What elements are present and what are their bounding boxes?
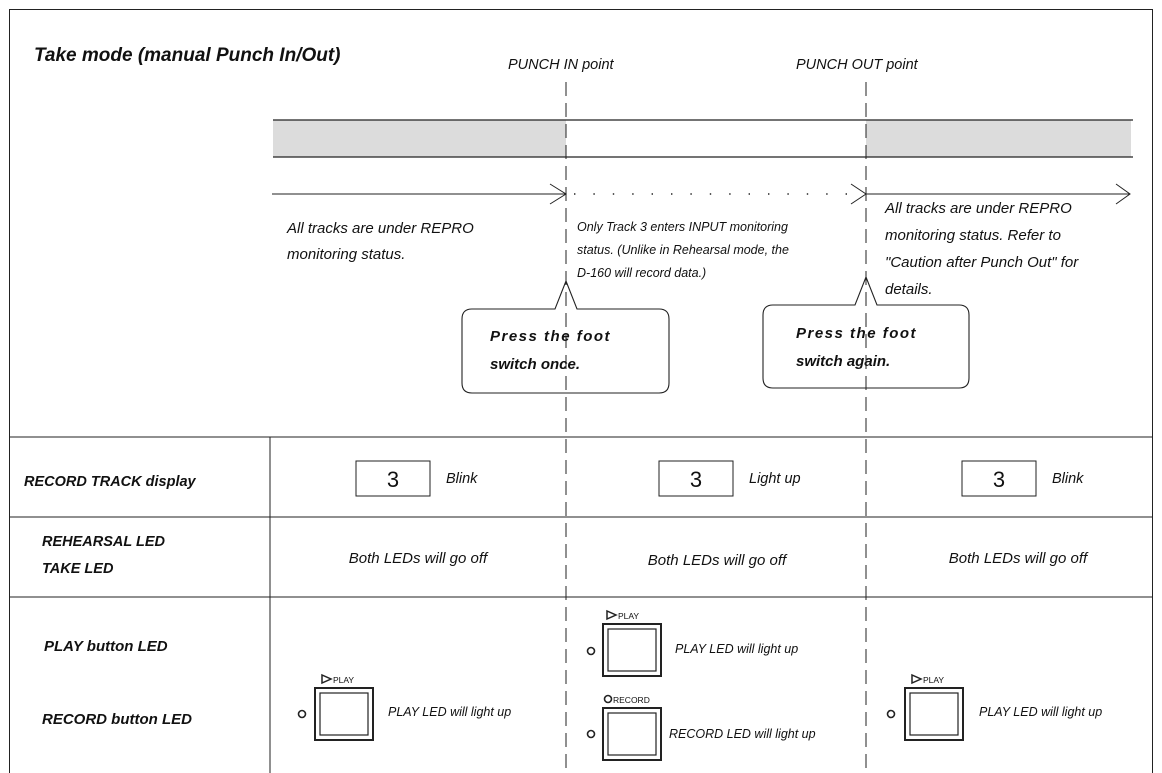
record-track-state-3: Blink xyxy=(1052,471,1084,487)
play-led-text-1: PLAY LED will light up xyxy=(388,705,511,719)
svg-text:PLAY: PLAY xyxy=(923,675,944,685)
leds-state-1: Both LEDs will go off xyxy=(349,550,489,567)
record-led-text: RECORD LED will light up xyxy=(669,727,816,741)
record-button-led-label: RECORD button LED xyxy=(42,711,192,728)
timeline-arrowhead-during xyxy=(850,183,867,205)
phase-after-text: All tracks are under REPRO monitoring st… xyxy=(884,200,1082,298)
svg-text:PLAY: PLAY xyxy=(333,675,354,685)
record-track-display-3 xyxy=(961,460,1037,497)
record-track-number-2: 3 xyxy=(690,467,702,492)
record-track-state-1: Blink xyxy=(446,471,478,487)
timeline-arrowhead-after xyxy=(1115,183,1131,205)
play-button-icon-1: PLAY xyxy=(297,673,374,741)
track-band-before xyxy=(273,120,566,157)
record-track-state-2: Light up xyxy=(749,471,801,487)
play-led-text-3: PLAY LED will light up xyxy=(979,705,1102,719)
record-track-row-label: RECORD TRACK display xyxy=(24,474,197,490)
punch-out-label: PUNCH OUT point xyxy=(796,57,919,73)
diagram-frame xyxy=(9,9,1153,773)
phase-before-text: All tracks are under REPRO monitoring st… xyxy=(286,220,478,263)
callout-press-once-text: Press the foot switch once. xyxy=(490,328,615,373)
record-track-number-1: 3 xyxy=(387,467,399,492)
leds-row-label: REHEARSAL LED TAKE LED xyxy=(42,534,169,577)
record-track-display-2 xyxy=(658,460,734,497)
play-button-icon-2: PLAY xyxy=(586,609,662,677)
callout-press-again-text: Press the foot switch again. xyxy=(796,325,921,370)
play-button-icon-3: PLAY xyxy=(886,673,964,741)
svg-text:PLAY: PLAY xyxy=(618,611,639,621)
leds-state-3: Both LEDs will go off xyxy=(949,550,1089,567)
play-led-text-2: PLAY LED will light up xyxy=(675,642,798,656)
punch-in-label: PUNCH IN point xyxy=(508,57,615,73)
svg-text:RECORD: RECORD xyxy=(613,695,650,705)
play-button-led-label: PLAY button LED xyxy=(44,638,168,655)
diagram-title: Take mode (manual Punch In/Out) xyxy=(34,45,341,66)
record-track-display-1 xyxy=(355,460,431,497)
phase-during-text: Only Track 3 enters INPUT monitoring sta… xyxy=(577,220,792,280)
record-track-number-3: 3 xyxy=(993,467,1005,492)
record-button-icon: RECORD xyxy=(586,694,662,761)
callout-press-again xyxy=(762,275,970,389)
track-band-after xyxy=(866,120,1131,157)
leds-state-2: Both LEDs will go off xyxy=(648,552,788,569)
